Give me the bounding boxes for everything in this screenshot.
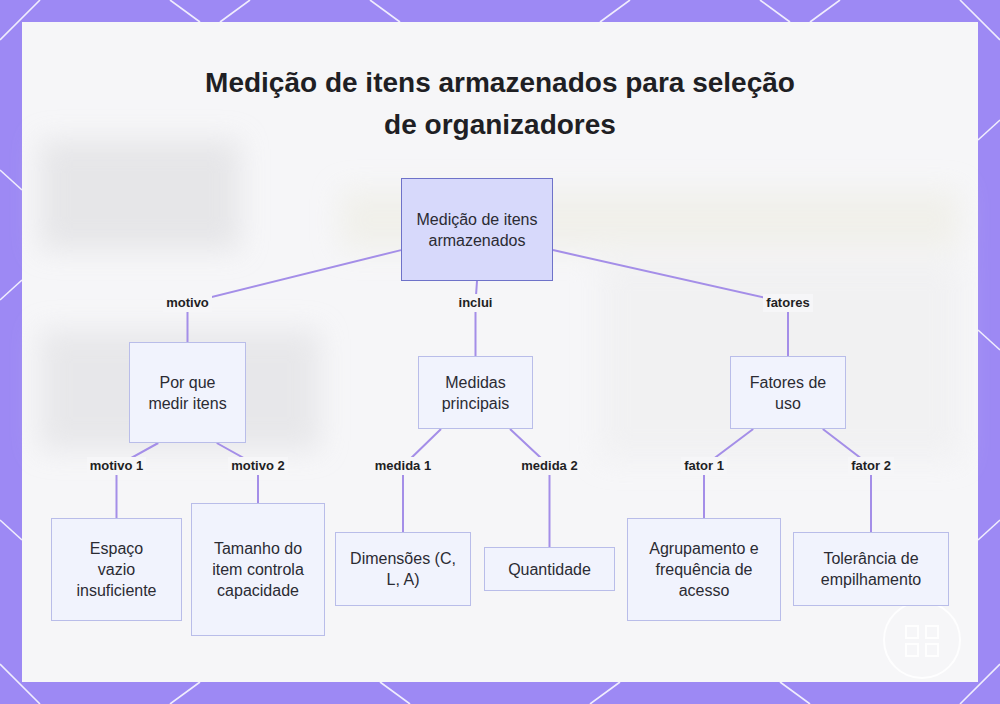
node-text: Tolerância de empilhamento [804, 548, 938, 590]
edge-label: fatores [763, 294, 812, 312]
concept-box: Espaço vazio insuficiente [51, 518, 182, 621]
concept-box: Por que medir itens [129, 342, 246, 443]
root-concept-box: Medição de itens armazenados [401, 178, 553, 281]
node-text: Dimensões (C, L, A) [348, 548, 458, 590]
node-text: Quantidade [508, 559, 591, 580]
concept-box: Tamanho do item controla capacidade [191, 503, 325, 636]
connector-line [553, 250, 788, 356]
edge-label: medida 1 [372, 457, 434, 475]
concept-box: Agrupamento e frequência de acesso [627, 518, 781, 621]
edge-label: fator 1 [681, 457, 727, 475]
edge-label: medida 2 [518, 457, 580, 475]
concept-box: Dimensões (C, L, A) [335, 532, 471, 606]
edge-label: motivo [163, 294, 212, 312]
node-text: Medidas principais [429, 372, 522, 414]
edge-label: fator 2 [848, 457, 894, 475]
connector-line [188, 250, 402, 342]
node-text: Agrupamento e frequência de acesso [640, 538, 768, 601]
node-text: Fatores de uso [749, 372, 827, 414]
concept-box: Quantidade [484, 547, 615, 591]
node-text: Por que medir itens [148, 372, 227, 414]
edge-label: motivo 2 [228, 457, 287, 475]
concept-box: Fatores de uso [730, 356, 846, 429]
concept-box: Tolerância de empilhamento [793, 532, 949, 606]
diagram-title: Medição de itens armazenados para seleçã… [200, 62, 800, 146]
node-text: Tamanho do item controla capacidade [208, 538, 308, 601]
connector-line [476, 281, 478, 356]
connector-line [510, 429, 550, 547]
connector-line [403, 429, 441, 532]
edge-label: inclui [456, 294, 496, 312]
connector-line [823, 429, 871, 532]
concept-box: Medidas principais [418, 356, 533, 429]
node-text: Medição de itens armazenados [416, 209, 538, 251]
node-text: Espaço vazio insuficiente [70, 538, 163, 601]
connector-line [117, 443, 159, 518]
edge-label: motivo 1 [87, 457, 146, 475]
